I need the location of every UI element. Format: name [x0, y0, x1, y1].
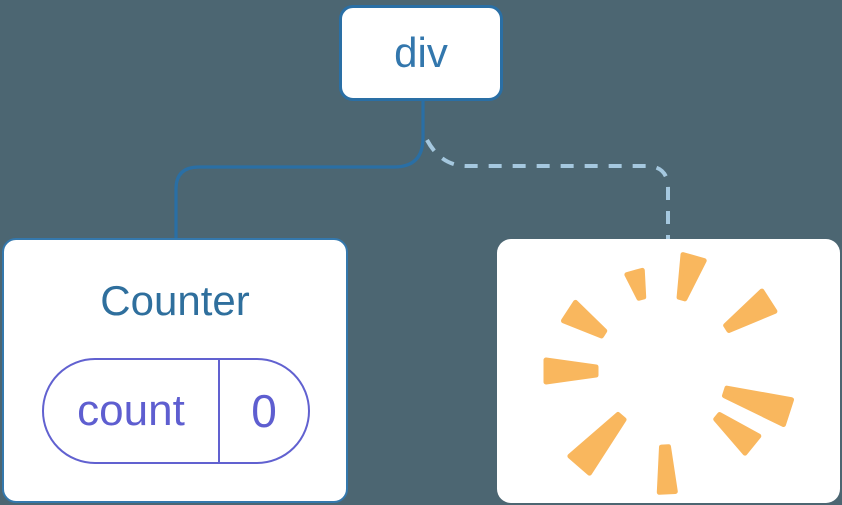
state-value: 0 — [251, 385, 277, 437]
poof-ray — [543, 357, 599, 385]
poof-ray — [713, 412, 762, 456]
root-node-div: div — [339, 5, 503, 101]
root-node-label: div — [394, 29, 448, 76]
poof-ray — [567, 412, 627, 476]
counter-component-card: Counter count 0 — [2, 238, 348, 503]
solid-edge-to-counter — [174, 100, 425, 238]
dashed-edge-to-poof — [425, 139, 670, 239]
poof-ray — [722, 385, 794, 427]
poof-starburst-icon — [543, 252, 794, 495]
removed-component-card — [497, 239, 840, 503]
state-name-cell: count — [44, 360, 220, 462]
state-name: count — [77, 386, 185, 435]
poof-ray — [656, 444, 678, 495]
counter-title: Counter — [100, 277, 250, 324]
poof-ray — [723, 288, 778, 333]
state-pill: count 0 — [42, 358, 310, 464]
poof-ray — [624, 267, 647, 301]
state-value-cell: 0 — [220, 360, 308, 462]
poof-ray — [676, 252, 707, 302]
poof-ray — [561, 299, 608, 339]
